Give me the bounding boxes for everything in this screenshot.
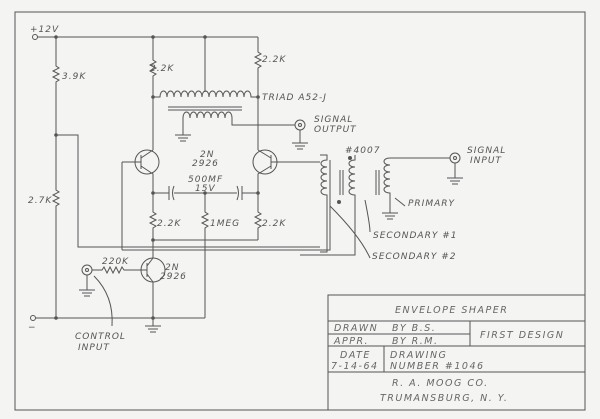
primary-label: PRIMARY [408,199,456,209]
supply-rail [32,34,258,40]
drawing-label: DRAWING [390,350,447,361]
divider-network [51,37,320,318]
control-transistor-label-1: 2N [165,263,179,273]
date-label: DATE [340,350,371,361]
drawn-label: DRAWN [334,323,378,334]
secondary-2-label: SECONDARY #2 [372,252,456,262]
r-divider-bottom-label: 2.7K [28,196,52,206]
output-transformer-label: TRIAD A52-J [262,93,327,103]
appr-label: APPR. [333,336,369,347]
secondary-1-label: SECONDARY #1 [373,231,457,241]
transistor-pair-label-1: 2N [200,150,214,160]
r-divider-top-label: 3.9K [62,72,86,82]
title-block-title: ENVELOPE SHAPER [395,305,508,316]
signal-input-label-2: INPUT [470,156,502,166]
control-input-label-1: CONTROL [75,332,126,342]
control-stage [79,257,166,318]
input-transformer-label: #4007 [345,146,380,156]
capacitor-label-2: 15V [195,184,216,194]
ground-terminal-label: − [28,323,37,333]
date-value: 7-14-64 [331,361,379,372]
r-collector-right-label: 2.2K [262,55,286,65]
r-emitter-left-label: 2.2K [157,219,181,229]
r-emitter-right-label: 2.2K [262,219,286,229]
signal-input-label-1: SIGNAL [467,146,506,156]
r-collector-left-label: 2.2K [150,64,174,74]
r-base-label: 220K [102,257,129,267]
r-center-label: 1MEG [210,219,240,229]
appr-by: BY R.M. [392,336,439,347]
ground-rail [30,315,205,333]
drawing-number: NUMBER #1046 [390,361,485,372]
drawn-by: BY B.S. [392,323,436,334]
control-input-arrow [93,275,113,327]
control-input-label-2: INPUT [78,343,110,353]
supply-label: +12V [30,25,59,35]
output-stage [148,37,308,150]
transistor-pair-label-2: 2926 [192,159,219,169]
transistor-pair [121,149,331,318]
input-transformer [300,152,463,259]
signal-output-label-1: SIGNAL [314,115,353,125]
drawing-border [14,11,586,411]
signal-output-label-2: OUTPUT [314,125,357,135]
title-block [327,294,586,411]
capacitor-label-1: 500MF [188,175,223,185]
company-name: R. A. MOOG CO. [392,378,489,389]
design-note: FIRST DESIGN [480,330,564,341]
company-location: TRUMANSBURG, N. Y. [380,393,508,404]
control-transistor-label-2: 2926 [160,272,187,282]
